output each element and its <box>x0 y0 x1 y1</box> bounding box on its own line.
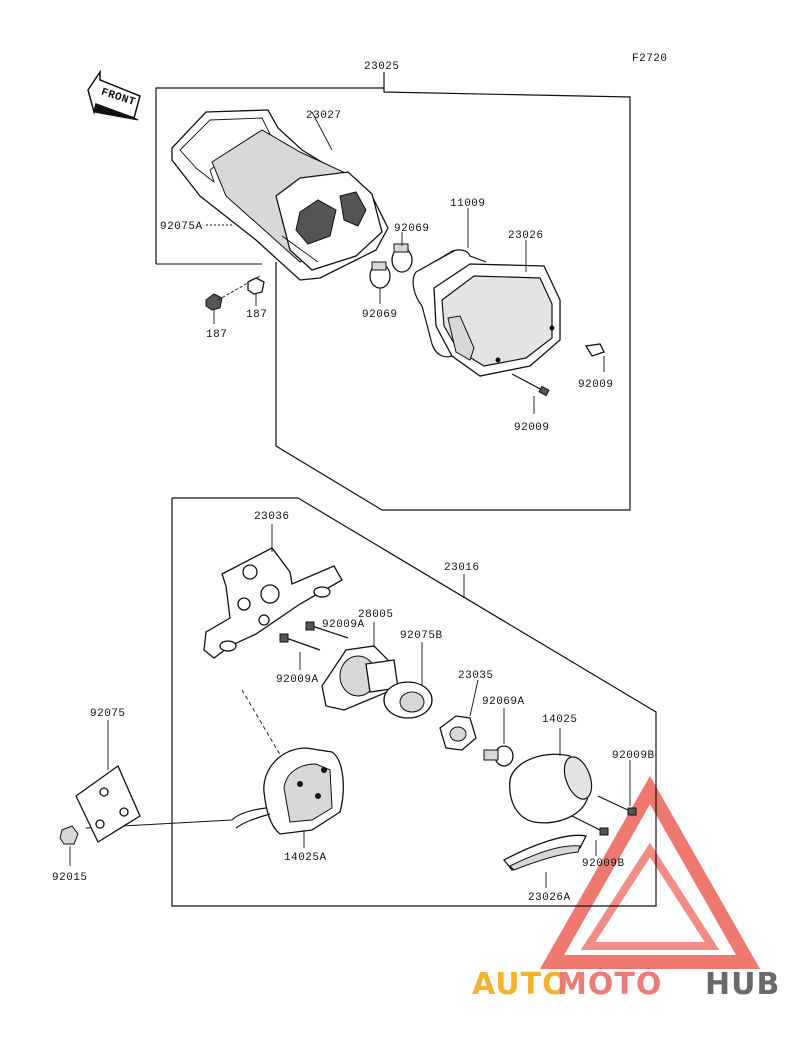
watermark-hub: HUB <box>705 967 780 1002</box>
label-92009A-top: 92009A <box>322 619 365 631</box>
label-23035: 23035 <box>458 670 494 682</box>
bulb-92069-top: 92069 <box>391 223 430 273</box>
lens-23026: 23026 <box>433 230 561 377</box>
label-11009: 11009 <box>450 198 486 210</box>
label-92009A-left: 92009A <box>276 674 319 686</box>
label-92075B: 92075B <box>400 630 443 642</box>
label-92009-right: 92009 <box>578 379 614 391</box>
screw-92009-bottom: 92009 <box>511 373 550 434</box>
watermark-auto: AUTO <box>472 967 569 1002</box>
group-bracket-23025: 23025 <box>155 61 631 511</box>
label-187-left: 187 <box>206 329 227 341</box>
bulb-92069-bottom: 92069 <box>362 261 398 321</box>
label-92069-top: 92069 <box>394 223 430 235</box>
bulb-92069A: 92069A <box>482 696 525 767</box>
label-23036: 23036 <box>254 511 290 523</box>
label-23016: 23016 <box>444 562 480 574</box>
screw-92009-right: 92009 <box>578 343 614 391</box>
screw-92009B-top: 92009B <box>597 750 655 816</box>
socket-holder-28005: 28005 <box>321 609 399 711</box>
nut-187-right: 187 <box>246 277 267 321</box>
label-14025A: 14025A <box>284 852 327 864</box>
figure-code: F2720 <box>632 53 668 65</box>
label-92015: 92015 <box>52 872 88 884</box>
group-bracket-23016: 23016 <box>171 497 657 907</box>
label-187-right: 187 <box>246 309 267 321</box>
label-92069-bottom: 92069 <box>362 309 398 321</box>
lens-14025: 14025 <box>509 714 593 824</box>
label-92075: 92075 <box>90 708 126 720</box>
gasket-plate-92075: 92075 <box>75 708 141 843</box>
label-23025: 23025 <box>364 61 400 73</box>
reflector-23026A: 23026A <box>503 834 587 904</box>
watermark-triangle <box>539 775 761 969</box>
nut-92015: 92015 <box>52 825 88 884</box>
gasket-92075B: 92075B <box>383 630 443 719</box>
label-92009B-bottom: 92009B <box>582 858 625 870</box>
watermark-moto: MOTO <box>557 967 662 1002</box>
label-23026A: 23026A <box>528 892 571 904</box>
watermark-logo: AUTO MOTO HUB <box>472 967 780 1002</box>
label-92009-bottom: 92009 <box>514 422 550 434</box>
socket-23035: 23035 <box>439 670 494 751</box>
license-bracket-23036: 23036 <box>203 511 343 759</box>
label-23027: 23027 <box>306 110 342 122</box>
wire-guard-11009: 11009 <box>412 198 487 358</box>
label-23026: 23026 <box>508 230 544 242</box>
label-92069A: 92069A <box>482 696 525 708</box>
label-92075A: 92075A <box>160 221 203 233</box>
tail-lamp-housing-23027: 23027 92075A <box>160 109 389 281</box>
bolt-92009A-top: 92009A <box>305 619 365 639</box>
label-92009B-top: 92009B <box>612 750 655 762</box>
label-14025: 14025 <box>542 714 578 726</box>
license-lamp-housing-14025A: 14025A <box>231 747 344 864</box>
front-arrow-icon: FRONT <box>87 69 141 121</box>
bolt-92009A-left: 92009A <box>276 633 321 686</box>
screw-92009B-bottom: 92009B <box>571 815 625 870</box>
label-28005: 28005 <box>358 609 394 621</box>
